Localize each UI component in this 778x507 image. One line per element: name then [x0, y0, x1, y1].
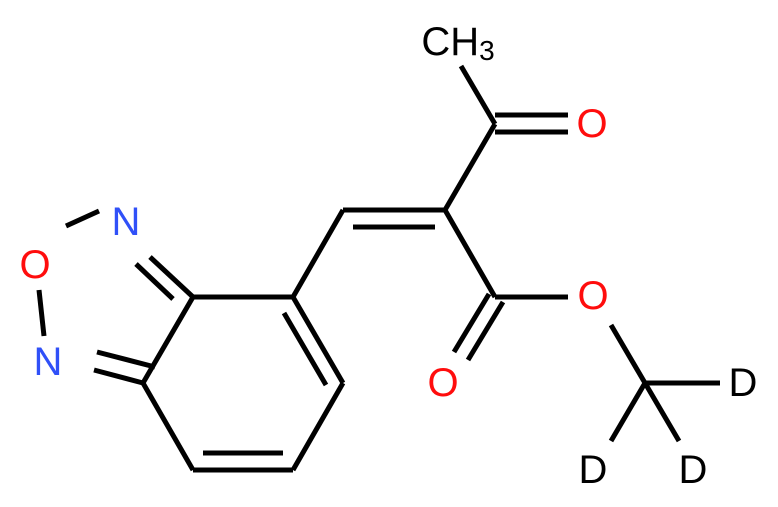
bond-oester-cd3 — [608, 323, 648, 385]
oxygen-label-ketone: O — [576, 102, 607, 146]
bond-c5-c6 — [290, 381, 346, 472]
bond-cester-ocarbonyl-a — [451, 292, 492, 354]
bond-c4-c5-inner — [281, 311, 329, 387]
deuterium-label-2: D — [579, 448, 608, 492]
bond-c3a-n3 — [148, 255, 195, 299]
oxygen-label-ester: O — [577, 274, 608, 318]
bond-c7a-n1 — [93, 367, 144, 386]
side-chain — [290, 64, 720, 443]
bond-cd3-d3 — [642, 381, 682, 443]
bond-c7-c7a — [140, 381, 196, 472]
benzene-ring — [140, 294, 346, 473]
bond-calpha-cester — [442, 208, 498, 299]
bond-cd3-d2 — [608, 381, 648, 443]
methyl-symbol: CH — [421, 20, 479, 64]
bond-c4-vinyl — [290, 208, 346, 299]
deuterium-label-3: D — [679, 448, 708, 492]
bond-c7a-c3a — [140, 295, 196, 385]
bond-c7a-n1-inner — [96, 349, 156, 370]
bond-c3a-n3-inner — [134, 262, 175, 301]
oxadiazole-ring — [36, 208, 195, 386]
bond-o1-n1 — [36, 289, 47, 337]
bond-n3-o1 — [64, 208, 101, 229]
methyl-label: CH3 — [421, 20, 494, 66]
bond-calpha-cacyl — [442, 122, 498, 212]
nitrogen-label-bottom: N — [34, 340, 63, 384]
oxygen-label-ring: O — [19, 243, 50, 287]
methyl-subscript: 3 — [479, 35, 495, 66]
nitrogen-label-top: N — [112, 200, 141, 244]
bond-cacyl-ch3 — [458, 64, 498, 126]
deuterium-label-1: D — [729, 361, 758, 405]
bond-cester-ocarbonyl-b — [465, 300, 506, 362]
bond-c4-c5 — [290, 295, 346, 385]
oxygen-label-carbonyl: O — [427, 361, 458, 405]
atom-labels: N O N CH3 O O O D D D — [19, 20, 757, 492]
